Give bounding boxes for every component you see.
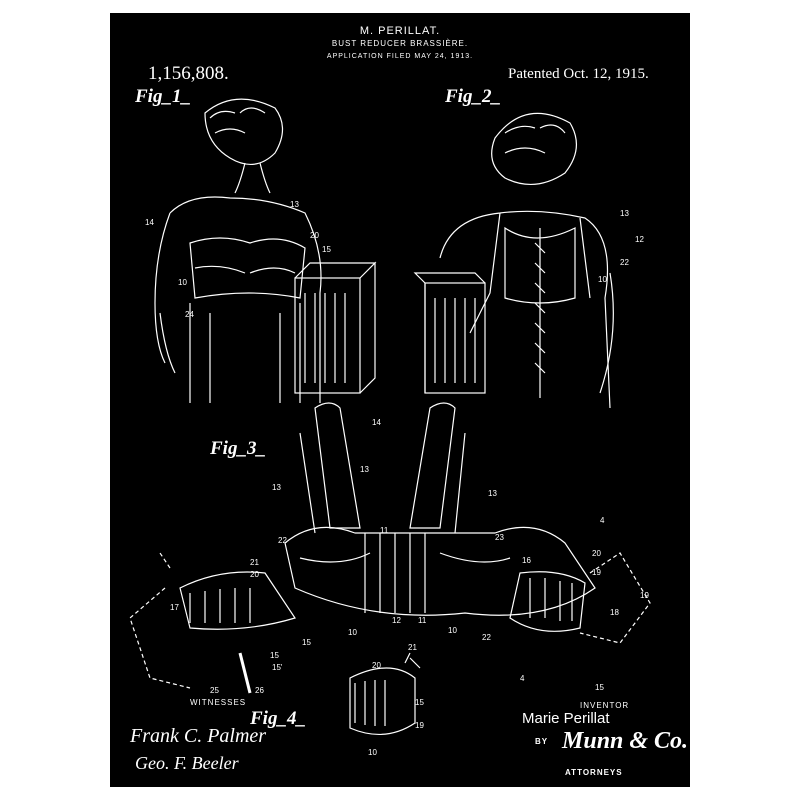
- patent-drawings: [129, 98, 651, 736]
- ref-number: 21: [250, 558, 259, 567]
- ref-number: 13: [290, 200, 299, 209]
- ref-number: 10: [368, 748, 377, 757]
- ref-number: 4: [520, 674, 525, 683]
- header-inventor: M. PERILLAT.: [359, 25, 441, 37]
- ref-number: 26: [255, 686, 264, 695]
- fig2-woman-back-drawing: [413, 112, 614, 409]
- fig4-label: Fig_4_: [250, 708, 306, 729]
- ref-number: 20: [372, 661, 381, 670]
- inventor-label: INVENTOR: [580, 701, 630, 710]
- patent-poster: M. PERILLAT. BUST REDUCER BRASSIÈRE. APP…: [110, 13, 690, 787]
- ref-number: 13: [272, 483, 281, 492]
- ref-number: 15: [270, 651, 279, 660]
- fig2-label: Fig_2_: [445, 86, 501, 107]
- ref-number: 12: [635, 235, 644, 244]
- ref-number: 11: [380, 526, 389, 535]
- ref-number: 10: [178, 278, 187, 287]
- ref-number: 19: [592, 568, 601, 577]
- ref-number: 10: [598, 275, 607, 284]
- fig4-detail-drawing: [349, 652, 421, 736]
- patent-number: 1,156,808.: [148, 63, 229, 84]
- ref-number: 24: [185, 310, 194, 319]
- ref-number: 12: [392, 616, 401, 625]
- ref-number: 22: [482, 633, 491, 642]
- ref-number: 20: [310, 231, 319, 240]
- fig1-woman-front-drawing: [154, 98, 377, 403]
- header-title: BUST REDUCER BRASSIÈRE.: [331, 39, 469, 48]
- ref-number: 23: [495, 533, 504, 542]
- by-label: BY: [535, 737, 549, 746]
- attorney-signature: Munn & Co.: [562, 728, 689, 754]
- ref-number: 18: [610, 608, 619, 617]
- ref-number: 14: [372, 418, 381, 427]
- witnesses-label: WITNESSES: [190, 698, 247, 707]
- attorneys-label: ATTORNEYS: [565, 768, 623, 777]
- witness-signature-1: Frank C. Palmer: [130, 725, 267, 747]
- ref-number: 22: [278, 536, 287, 545]
- ref-number: 10: [448, 626, 457, 635]
- patent-date: Patented Oct. 12, 1915.: [508, 66, 649, 82]
- ref-number: 10: [348, 628, 357, 637]
- ref-number: 17: [170, 603, 179, 612]
- ref-number: 15: [595, 683, 604, 692]
- ref-number: 16: [522, 556, 531, 565]
- ref-number: 25: [210, 686, 219, 695]
- ref-number: 20: [250, 570, 259, 579]
- ref-number: 15: [415, 698, 424, 707]
- ref-number: 19: [415, 721, 424, 730]
- ref-number: 4: [600, 516, 605, 525]
- ref-number: 11: [418, 616, 427, 625]
- ref-number: 13: [620, 209, 629, 218]
- ref-number: 14: [145, 218, 154, 227]
- fig3-label: Fig_3_: [210, 438, 266, 459]
- ref-number: 21: [408, 643, 417, 652]
- ref-number: 15: [322, 245, 331, 254]
- ref-number: 19: [640, 591, 649, 600]
- ref-number: 15': [272, 663, 283, 672]
- header-filed: APPLICATION FILED MAY 24, 1913.: [326, 53, 474, 60]
- ref-number: 15: [302, 638, 311, 647]
- fig3-brassiere-drawing: [129, 402, 651, 694]
- witness-signature-2: Geo. F. Beeler: [135, 753, 239, 773]
- inventor-name: Marie Perillat: [522, 710, 610, 727]
- fig1-label: Fig_1_: [135, 86, 191, 107]
- ref-number: 20: [592, 549, 601, 558]
- ref-number: 13: [360, 465, 369, 474]
- ref-number: 13: [488, 489, 497, 498]
- ref-number: 22: [620, 258, 629, 267]
